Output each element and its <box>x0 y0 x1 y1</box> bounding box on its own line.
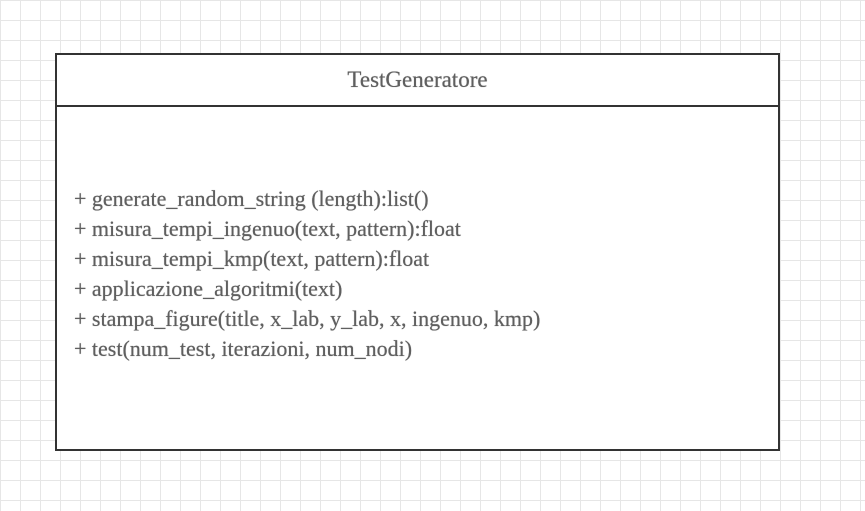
method-test: + test(num_test, iterazioni, num_nodi) <box>74 336 413 361</box>
method-misura-tempi-ingenuo: + misura_tempi_ingenuo(text, pattern):fl… <box>74 216 461 241</box>
method-generate-random-string: + generate_random_string (length):list() <box>74 186 429 211</box>
method-list: + generate_random_string (length):list()… <box>74 184 540 364</box>
class-methods-compartment: + generate_random_string (length):list()… <box>57 107 778 449</box>
class-name-header: TestGeneratore <box>57 55 778 107</box>
method-misura-tempi-kmp: + misura_tempi_kmp(text, pattern):float <box>74 246 430 271</box>
method-applicazione-algoritmi: + applicazione_algoritmi(text) <box>74 276 343 301</box>
class-name: TestGeneratore <box>347 67 488 92</box>
uml-class-box[interactable]: TestGeneratore + generate_random_string … <box>55 53 780 451</box>
method-stampa-figure: + stampa_figure(title, x_lab, y_lab, x, … <box>74 306 541 331</box>
